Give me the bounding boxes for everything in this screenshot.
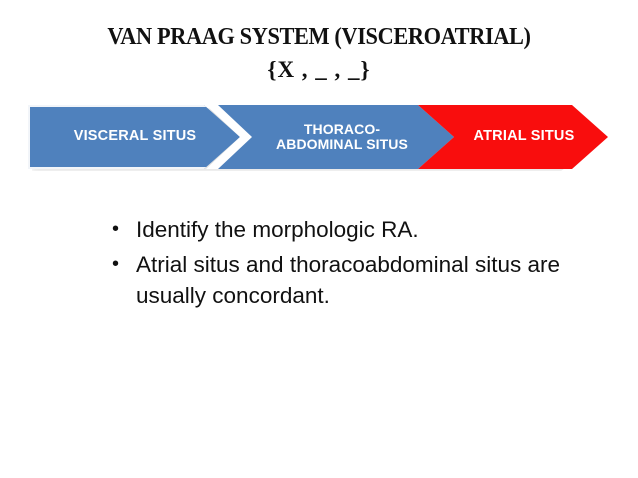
bullet-text: Atrial situs and thoracoabdominal situs …	[136, 252, 560, 308]
chevron-segment-thoracoabdominal-situs[interactable]: THORACO- ABDOMINAL SITUS	[212, 105, 454, 169]
bullet-icon: •	[112, 253, 120, 275]
chevron-segment-label: ATRIAL SITUS	[473, 128, 575, 145]
chevron-process-diagram: VISCERAL SITUS THORACO- ABDOMINAL SITUS …	[28, 103, 608, 171]
list-item: • Identify the morphologic RA.	[112, 214, 582, 245]
chevron-segment-label: VISCERAL SITUS	[73, 128, 197, 145]
chevron-segment-label-line2: ABDOMINAL SITUS	[276, 136, 408, 152]
bullet-icon: •	[112, 218, 120, 240]
list-item: • Atrial situs and thoracoabdominal situ…	[112, 249, 582, 311]
chevron-segment-label: THORACO- ABDOMINAL SITUS	[254, 120, 412, 152]
title-block: VAN PRAAG SYSTEM (VISCEROATRIAL) {X , _ …	[0, 22, 638, 85]
chevron-segment-fill	[30, 107, 240, 167]
page-title: VAN PRAAG SYSTEM (VISCEROATRIAL)	[107, 24, 531, 50]
bullet-text: Identify the morphologic RA.	[136, 217, 419, 242]
chevron-segment-label-line1: THORACO-	[303, 120, 381, 137]
slide-subtitle-formula: {X , _ , _}	[267, 57, 371, 82]
chevron-segment-visceral-situs[interactable]: VISCERAL SITUS	[28, 105, 240, 169]
bullet-list: • Identify the morphologic RA. • Atrial …	[112, 214, 582, 315]
